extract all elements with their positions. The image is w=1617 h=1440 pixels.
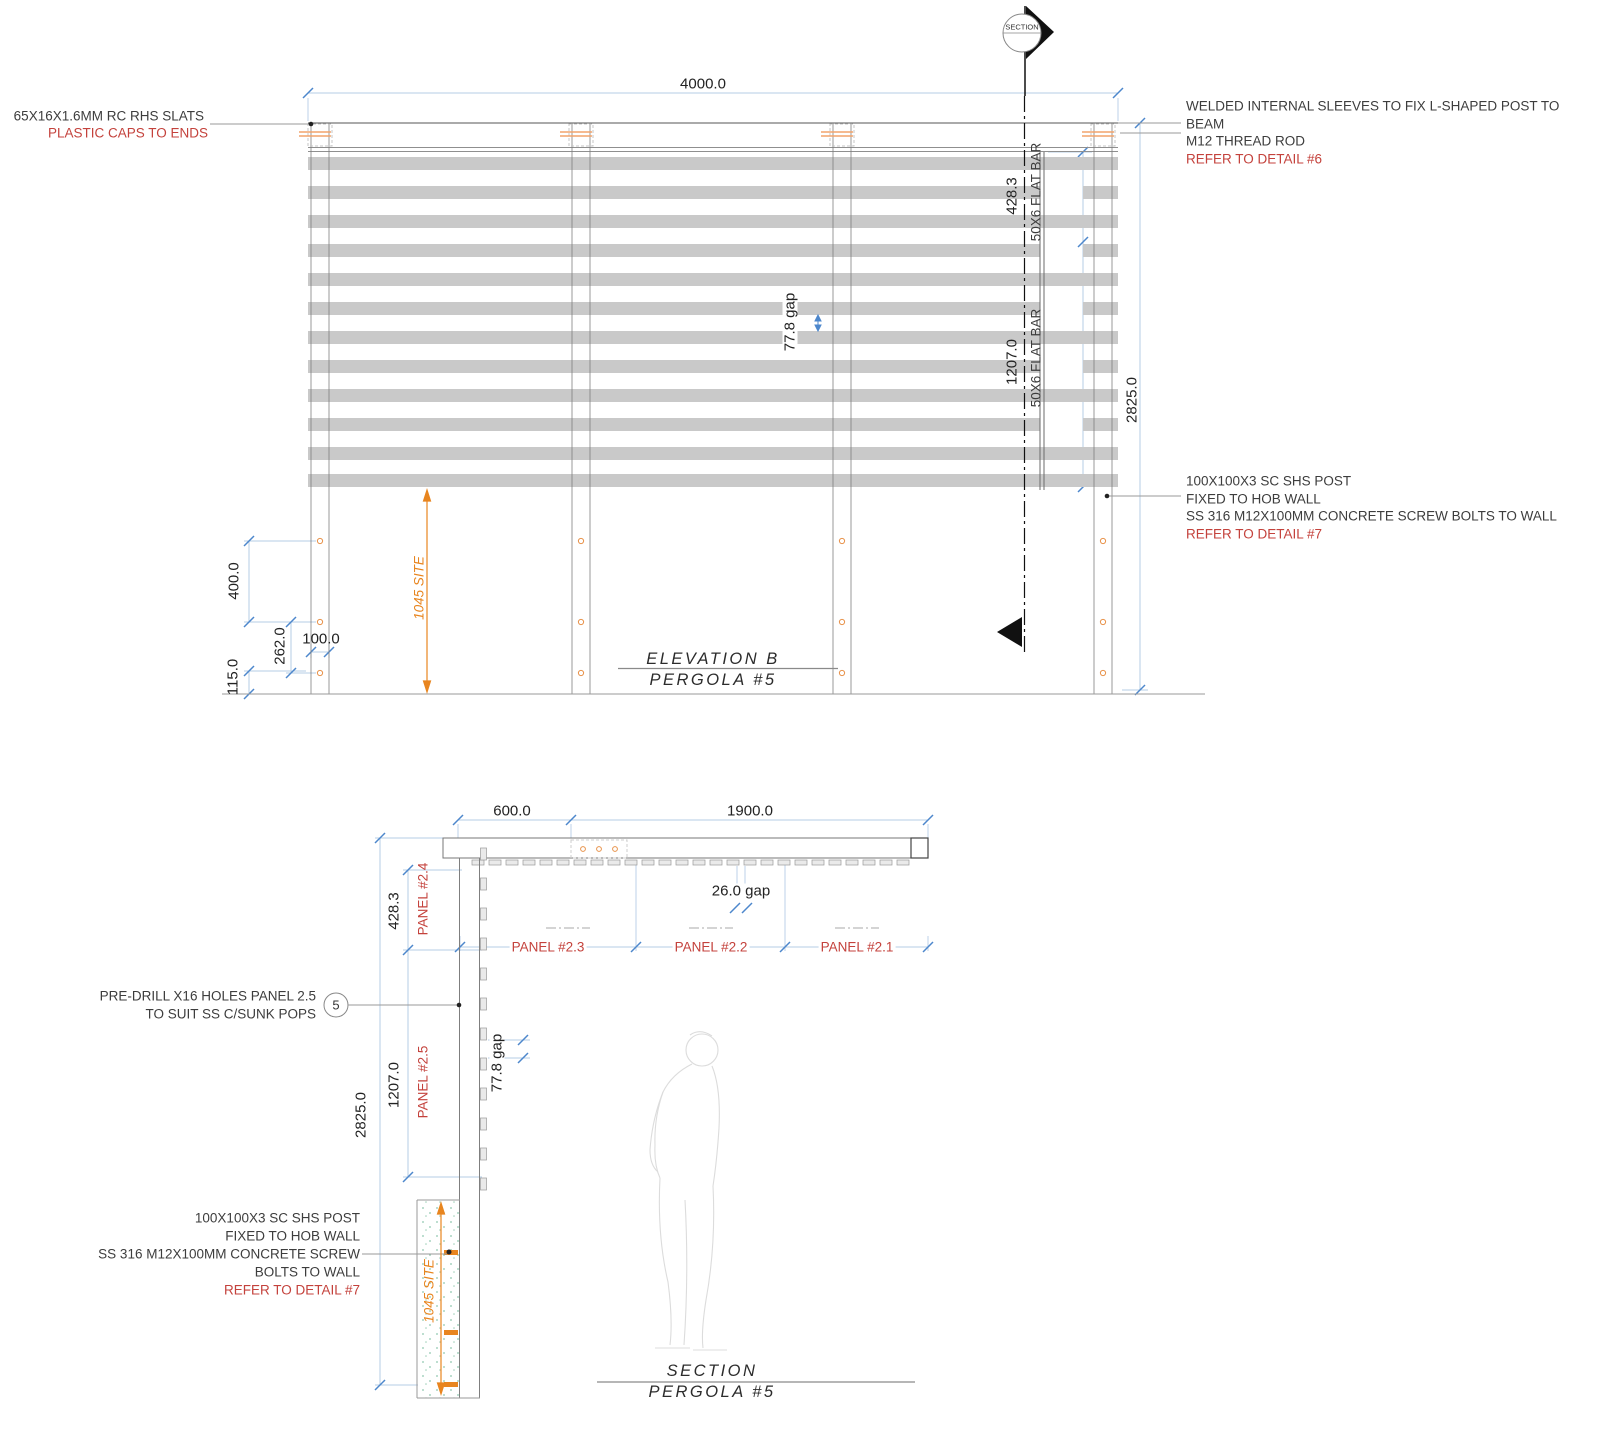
section-beam	[442, 837, 912, 859]
panel-22-label: PANEL #2.2	[672, 939, 750, 955]
dim-428-elevation: 428.3	[1003, 177, 1021, 215]
beam-end-cap	[910, 837, 929, 859]
beam-lines	[308, 147, 1118, 152]
dim-1207-section: 1207.0	[385, 1062, 403, 1108]
section-note-post-line5: REFER TO DETAIL #7	[223, 1282, 360, 1298]
dim-4000: 4000.0	[680, 75, 726, 93]
sleeve-box	[570, 839, 628, 859]
site-dim-label-elevation: 1045 SITE	[411, 556, 427, 620]
flatbar-top-label: 50X6 FLAT BAR	[1028, 142, 1044, 242]
note-slats-line1: 65X16X1.6MM RC RHS SLATS	[13, 108, 204, 124]
elevation-dimension-lines	[248, 92, 1141, 694]
section-dimension-lines	[379, 819, 928, 1385]
wall-slat-sections	[480, 847, 487, 1191]
dim-100: 100.0	[302, 630, 340, 648]
dim-1900: 1900.0	[727, 802, 773, 820]
elevation-title-line2: PERGOLA #5	[649, 670, 777, 689]
elevation-leaders	[210, 122, 1181, 497]
dim-2825-elevation: 2825.0	[1123, 377, 1141, 423]
section-note-post-line3: SS 316 M12X100MM CONCRETE SCREW	[98, 1246, 360, 1262]
post-sleeves	[299, 123, 1116, 147]
section-cut-line	[997, 6, 1054, 652]
site-dim-section	[436, 1202, 446, 1395]
flatbar-bottom-label: 50X6 FLAT BAR	[1028, 308, 1044, 408]
note-post-line4: REFER TO DETAIL #7	[1186, 525, 1323, 541]
roof-slat-sections	[471, 859, 910, 866]
section-flag-bottom	[997, 617, 1022, 647]
gap-26-label: 26.0 gap	[709, 882, 773, 900]
thread-rods	[299, 131, 1114, 137]
gap-77-section: 77.8 gap	[488, 1031, 506, 1095]
bottom-rail	[308, 474, 1118, 487]
posts	[310, 123, 1113, 694]
section-flag-label: SECTION	[1005, 22, 1039, 32]
note-post-line3: SS 316 M12X100MM CONCRETE SCREW BOLTS TO…	[1186, 508, 1557, 524]
panel-21-label: PANEL #2.1	[818, 939, 896, 955]
section-note-post-line4: BOLTS TO WALL	[254, 1264, 360, 1280]
person-figure	[649, 1031, 727, 1351]
gap-arrows	[814, 313, 822, 333]
section-title-line1: SECTION	[666, 1361, 758, 1380]
leader-dot-post	[1104, 493, 1110, 499]
section-note-post-line1: 100X100X3 SC SHS POST	[194, 1210, 360, 1226]
slats	[308, 157, 1118, 487]
note-post-line1: 100X100X3 SC SHS POST	[1186, 473, 1352, 489]
elevation-title-line1: ELEVATION B	[646, 649, 780, 668]
note-beam-line2: BEAM	[1186, 115, 1225, 131]
note-beam-line4: REFER TO DETAIL #6	[1186, 150, 1323, 166]
dim-115: 115.0	[224, 658, 242, 696]
dim-428-section: 428.3	[385, 892, 403, 930]
dim-400: 400.0	[225, 562, 243, 600]
section-title-line2: PERGOLA #5	[648, 1382, 776, 1401]
panel-24-label: PANEL #2.4	[415, 862, 431, 936]
note-beam-line1: WELDED INTERNAL SLEEVES TO FIX L-SHAPED …	[1186, 98, 1560, 114]
section-note-post-line2: FIXED TO HOB WALL	[225, 1228, 360, 1244]
note-beam-line3: M12 THREAD ROD	[1186, 133, 1306, 149]
hob-wall	[416, 1199, 480, 1399]
post-bolts	[316, 537, 1107, 677]
dim-262: 262.0	[271, 627, 289, 665]
dim-600: 600.0	[493, 802, 531, 820]
dim-1207-elevation: 1207.0	[1003, 339, 1021, 385]
gap-77-elevation: 77.8 gap	[781, 290, 799, 354]
section-post	[459, 858, 480, 1398]
note-predrill-line2: TO SUIT SS C/SUNK POPS	[145, 1006, 316, 1022]
elevation-drawing	[210, 6, 1205, 700]
site-dim-elevation	[422, 489, 432, 693]
section-drawing	[323, 814, 934, 1399]
wall-leader-dot	[446, 1249, 452, 1255]
sleeve-holes	[580, 846, 618, 852]
note-predrill-line1: PRE-DRILL X16 HOLES PANEL 2.5	[99, 988, 316, 1004]
predrill-leader-dot	[456, 1002, 462, 1008]
panel-23-label: PANEL #2.3	[509, 939, 587, 955]
leader-dot-slats	[308, 121, 314, 127]
detail-bubble-number: 5	[332, 997, 340, 1013]
note-slats-line2: PLASTIC CAPS TO ENDS	[47, 125, 208, 141]
site-dim-label-section: 1045 SITE	[421, 1259, 437, 1323]
panel-25-label: PANEL #2.5	[415, 1045, 431, 1119]
flat-bar-lines	[1039, 152, 1045, 490]
note-post-line2: FIXED TO HOB WALL	[1186, 490, 1321, 506]
dim-2825-section: 2825.0	[352, 1092, 370, 1138]
